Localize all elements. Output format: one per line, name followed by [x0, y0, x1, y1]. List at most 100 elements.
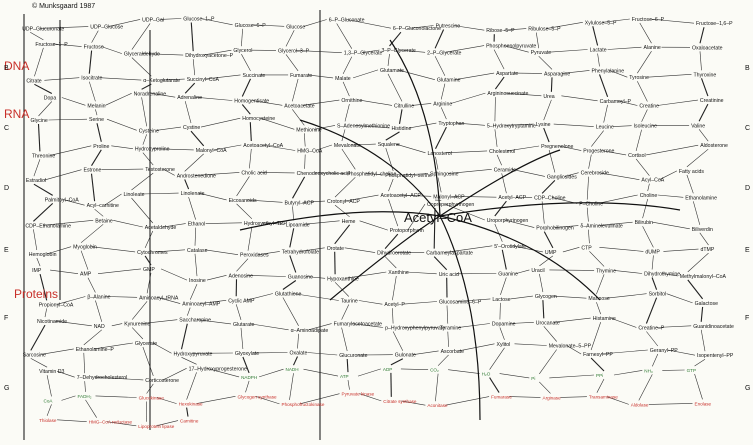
reaction-arrow [334, 224, 351, 245]
reaction-arrow [440, 107, 447, 120]
metabolite-label: Glyoxylate [235, 351, 259, 357]
metabolite-label: dTMP [701, 247, 715, 253]
metabolite-label: Dihydrothymine [644, 272, 680, 278]
row-letter: E [4, 247, 9, 254]
metabolite-label: CDP–Choline [534, 195, 566, 201]
metabolite-label: PPi [596, 373, 603, 378]
metabolite-label: Linoleate [124, 192, 145, 198]
metabolite-label: Ethanol [188, 222, 206, 228]
reaction-arrow [37, 123, 41, 152]
reaction-arrow [184, 153, 204, 172]
reaction-arrow [184, 82, 196, 94]
reaction-arrow [399, 49, 426, 53]
reaction-arrow [504, 28, 527, 31]
reaction-arrow [188, 197, 196, 220]
metabolite-label: UMP [545, 250, 557, 256]
hub-pathway-line [239, 211, 441, 231]
metabolite-label: Homocysteine [242, 116, 275, 122]
metabolite-label: Fructose [84, 45, 104, 51]
metabolite-label: Cyclic AMP [228, 298, 255, 304]
metabolite-label: Malate [335, 76, 351, 82]
reaction-arrow [699, 27, 705, 44]
reaction-arrow [252, 352, 288, 354]
reaction-arrow [539, 349, 557, 375]
reaction-arrow [302, 99, 340, 106]
reaction-arrow [246, 275, 286, 277]
metabolite-label: Glucose–6–P [235, 23, 267, 29]
metabolite-label: NADPH [241, 375, 257, 380]
reaction-arrow [180, 323, 188, 350]
metabolite-label: Betaine [95, 218, 113, 224]
metabolite-label: Fructose–6–P [632, 17, 665, 23]
metabolite-label: Chenodeoxycholic acid [297, 171, 350, 177]
metabolite-label: Ribulose–5–P [528, 27, 561, 33]
reaction-arrow [344, 104, 350, 122]
reaction-arrow [699, 51, 702, 71]
reaction-arrow [189, 283, 198, 300]
reaction-arrow [94, 208, 104, 217]
metabolite-label: Squalene [378, 142, 400, 148]
reaction-arrow [392, 308, 394, 324]
metabolite-label: Cystine [183, 125, 200, 131]
reaction-arrow [388, 178, 394, 192]
reaction-arrow [141, 192, 179, 195]
reaction-arrow [392, 331, 404, 351]
reaction-arrow [142, 319, 178, 324]
metabolite-label: Sarcosine [23, 352, 46, 358]
metabolite-label: Adenosine [229, 273, 254, 279]
reaction-arrow [89, 81, 96, 102]
metabolite-label: Coproporphyrinogen [427, 202, 474, 208]
reaction-arrow [437, 177, 442, 193]
metabolite-label: Creatinine [700, 98, 724, 104]
metabolite-label: Inosine [189, 278, 206, 284]
reaction-arrow [657, 99, 698, 106]
reaction-arrow [347, 380, 350, 390]
reaction-arrow [592, 26, 599, 46]
reaction-arrow [85, 399, 97, 418]
hub-pathway-line [439, 149, 561, 217]
reaction-arrow [187, 307, 191, 316]
reaction-arrow [434, 56, 446, 76]
hub-pathway-line [439, 202, 681, 217]
reaction-arrow [437, 354, 449, 366]
metabolite-label: Protoporphyrin [390, 228, 424, 234]
metabolite-label: Androstenedione [177, 173, 216, 179]
metabolite-label: Enolase [695, 401, 712, 406]
reaction-arrow [609, 70, 628, 78]
reaction-arrow [512, 245, 543, 253]
metabolite-label: Acetoacetyl–CoA [243, 143, 283, 149]
reaction-arrow [359, 99, 393, 106]
reaction-arrow [346, 19, 391, 29]
metabolite-label: Oxalate [290, 351, 308, 357]
reaction-arrow [588, 154, 592, 169]
reaction-arrow [293, 356, 298, 366]
reaction-arrow [246, 293, 273, 301]
metabolite-label: IMP [32, 268, 42, 274]
reaction-arrow [241, 104, 251, 115]
reaction-arrow [344, 247, 376, 253]
metabolite-label: 2–P–Glycerate [427, 50, 461, 56]
reaction-arrow [131, 197, 154, 224]
reaction-arrow [252, 24, 285, 27]
metabolite-label: Cytochromes [137, 250, 168, 256]
reaction-arrow [444, 245, 493, 253]
metabolite-label: UDP–Gal [142, 17, 164, 23]
reaction-arrow [30, 324, 46, 351]
metabolite-label: Cholesterol [489, 149, 515, 155]
reaction-arrow [308, 74, 334, 79]
reaction-arrow [249, 148, 252, 169]
metabolite-label: Fumarate [290, 73, 312, 79]
reaction-arrow [598, 172, 640, 180]
reaction-arrow [546, 22, 583, 29]
metabolite-label: Malonyl–ACP [433, 194, 465, 200]
metabolite-label: Geranyl–PP [650, 348, 679, 354]
reaction-arrow [434, 29, 445, 49]
reaction-arrow [698, 103, 709, 122]
reaction-arrow [657, 194, 684, 198]
metabolite-label: NAD [94, 324, 105, 330]
metabolite-label: 1,3–P–Glycerate [344, 51, 383, 57]
reaction-arrow [131, 301, 148, 320]
metabolite-label: Oxaloacetate [692, 45, 723, 51]
reaction-arrow [395, 143, 426, 154]
reaction-arrow [194, 253, 198, 277]
